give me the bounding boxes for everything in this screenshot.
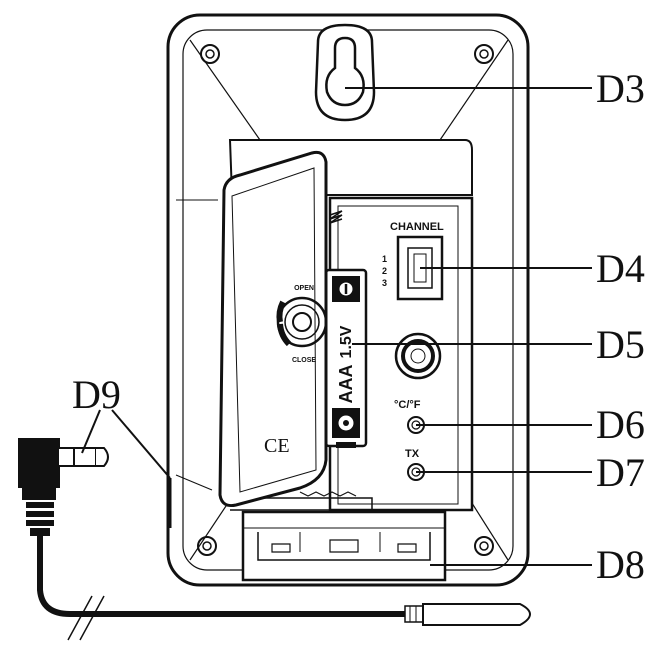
- label-d9: D9: [72, 372, 121, 417]
- channel-1-label: 1: [382, 254, 387, 264]
- battery-cover: OPEN CLOSE CE: [218, 150, 328, 507]
- channel-title: CHANNEL: [390, 221, 444, 233]
- battery-type-label: AAA: [336, 365, 356, 404]
- screw-bottom-right: [474, 536, 494, 556]
- channel-2-label: 2: [382, 266, 387, 276]
- battery-voltage-label: 1.5V: [338, 325, 355, 358]
- label-d6: D6: [596, 402, 645, 447]
- stand-foot: [241, 510, 447, 582]
- cover-open-label: OPEN: [294, 285, 314, 292]
- leader-lines: [81, 87, 592, 566]
- external-sensor-plug: [18, 438, 109, 536]
- aaa-battery: 1.5V AAA: [324, 268, 368, 448]
- sensor-jack-socket: [394, 332, 442, 380]
- cover-close-label: CLOSE: [292, 357, 316, 364]
- sensor-cable: [37, 536, 420, 641]
- temp-unit-label: °C/°F: [394, 399, 421, 411]
- channel-3-label: 3: [382, 278, 387, 288]
- keyhole-mount: [314, 23, 376, 122]
- ce-mark: CE: [264, 435, 290, 457]
- tx-label: TX: [405, 448, 420, 460]
- label-d7: D7: [596, 450, 645, 495]
- sensor-probe: [404, 603, 531, 626]
- screw-top-left: [200, 44, 220, 64]
- screw-bottom-left: [197, 536, 217, 556]
- label-d8: D8: [596, 542, 645, 587]
- label-d5: D5: [596, 322, 645, 367]
- screw-top-right: [474, 44, 494, 64]
- label-d3: D3: [596, 66, 645, 111]
- label-d4: D4: [596, 246, 645, 291]
